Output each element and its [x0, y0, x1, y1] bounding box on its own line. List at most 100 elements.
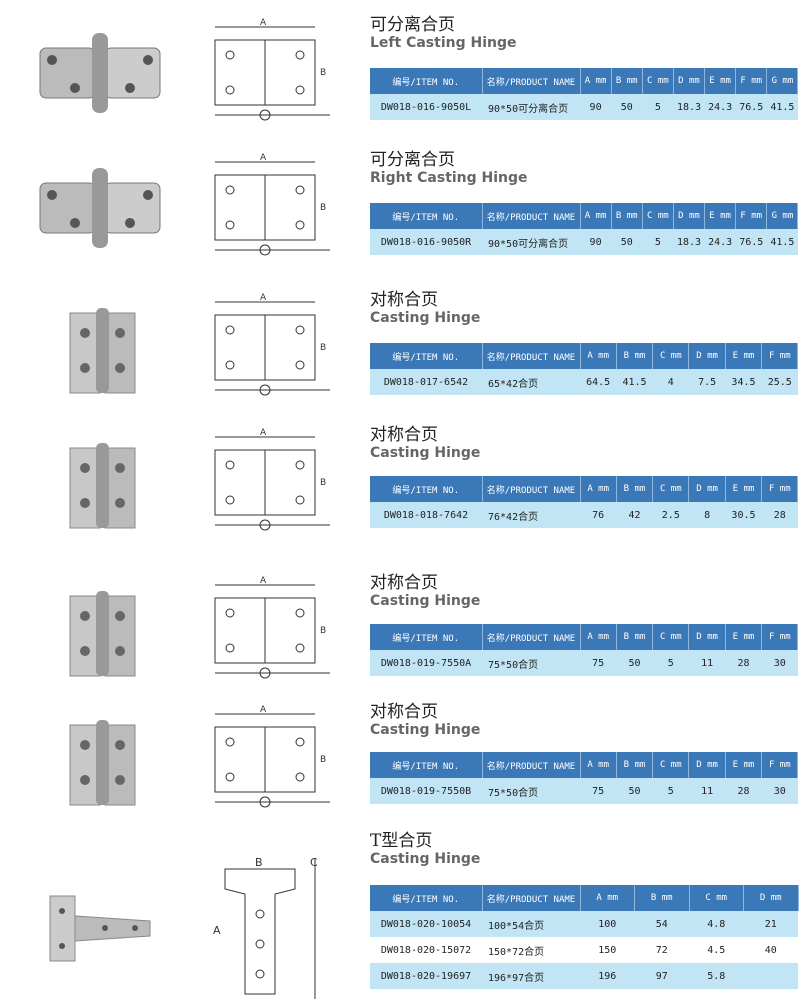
table-cell: 75*50合页	[482, 778, 580, 804]
section-title-cn: 对称合页	[370, 425, 438, 445]
table-cell: 50	[611, 229, 643, 255]
section-title-en: Casting Hinge	[370, 593, 481, 609]
table-cell: 28	[725, 778, 762, 804]
table-cell: 76*42合页	[482, 502, 580, 528]
column-header: G mm	[766, 68, 799, 94]
table-cell: 34.5	[725, 369, 762, 395]
section-title-cn: 可分离合页	[370, 150, 455, 170]
svg-text:B: B	[320, 343, 326, 353]
table-cell: 4.5	[689, 937, 744, 963]
table-cell: 24.3	[704, 94, 736, 120]
column-header: C mm	[642, 68, 674, 94]
column-header: D mm	[688, 624, 726, 650]
column-header: C mm	[689, 885, 744, 911]
column-header: 名称/PRODUCT NAME	[482, 476, 581, 502]
column-header: 名称/PRODUCT NAME	[482, 624, 581, 650]
table-cell: 41.5	[766, 94, 798, 120]
product-photo	[30, 715, 170, 814]
column-header: 编号/ITEM NO.	[370, 752, 483, 778]
column-header: 名称/PRODUCT NAME	[482, 203, 581, 229]
table-cell: 30.5	[725, 502, 762, 528]
svg-text:A: A	[260, 576, 267, 586]
product-photo	[30, 586, 170, 685]
table-cell: 65*42合页	[482, 369, 580, 395]
table-cell: 54	[634, 911, 689, 937]
table-cell: 5	[642, 229, 674, 255]
table-cell: 50	[616, 778, 653, 804]
table-cell: 41.5	[616, 369, 653, 395]
column-header: E mm	[725, 343, 763, 369]
table-cell: DW018-016-9050L	[370, 94, 482, 120]
table-cell: 75*50合页	[482, 650, 580, 676]
table-cell: 75	[580, 650, 617, 676]
svg-text:C: C	[310, 856, 318, 869]
column-header: A mm	[580, 343, 617, 369]
svg-text:A: A	[213, 924, 221, 937]
column-header: D mm	[743, 885, 799, 911]
table-cell: 90	[580, 94, 612, 120]
column-header: F mm	[761, 343, 799, 369]
column-header: E mm	[725, 752, 763, 778]
column-header: B mm	[616, 624, 654, 650]
column-header: E mm	[704, 68, 737, 94]
section-title-cn: 对称合页	[370, 290, 438, 310]
column-header: 名称/PRODUCT NAME	[482, 885, 581, 911]
table-cell: 150*72合页	[482, 937, 580, 963]
section-title-cn: T型合页	[370, 831, 433, 851]
column-header: A mm	[580, 68, 612, 94]
column-header: D mm	[688, 343, 726, 369]
table-cell: 97	[634, 963, 689, 989]
table-cell: 41.5	[766, 229, 798, 255]
product-photo	[30, 28, 170, 122]
table-cell: 90*50可分离合页	[482, 229, 580, 255]
table-cell: 4	[652, 369, 689, 395]
table-cell: 2.5	[652, 502, 689, 528]
column-header: 编号/ITEM NO.	[370, 203, 483, 229]
svg-text:B: B	[320, 626, 326, 636]
svg-text:A: A	[260, 293, 267, 303]
table-cell: 4.8	[689, 911, 744, 937]
svg-text:A: A	[260, 18, 267, 28]
section-title-en: Casting Hinge	[370, 722, 481, 738]
table-cell: 50	[611, 94, 643, 120]
column-header: 编号/ITEM NO.	[370, 624, 483, 650]
table-cell: DW018-019-7550B	[370, 778, 482, 804]
table-cell: 18.3	[673, 94, 705, 120]
table-cell: 5.8	[689, 963, 744, 989]
column-header: D mm	[688, 476, 726, 502]
svg-text:B: B	[320, 478, 326, 488]
table-cell: 30	[761, 650, 798, 676]
table-cell: 5	[642, 94, 674, 120]
table-cell: 28	[761, 502, 798, 528]
table-cell: 30	[761, 778, 798, 804]
column-header: A mm	[580, 624, 617, 650]
table-cell: 90*50可分离合页	[482, 94, 580, 120]
column-header: A mm	[580, 476, 617, 502]
column-header: A mm	[580, 203, 612, 229]
table-cell: 196*97合页	[482, 963, 580, 989]
column-header: E mm	[725, 624, 763, 650]
table-cell: 150	[580, 937, 635, 963]
column-header: C mm	[652, 624, 690, 650]
column-header: 编号/ITEM NO.	[370, 885, 483, 911]
column-header: C mm	[652, 476, 690, 502]
column-header: A mm	[580, 752, 617, 778]
column-header: D mm	[673, 203, 706, 229]
column-header: D mm	[673, 68, 706, 94]
section-title-en: Casting Hinge	[370, 851, 481, 867]
table-cell: 28	[725, 650, 762, 676]
table-cell: DW018-019-7550A	[370, 650, 482, 676]
column-header: F mm	[735, 203, 768, 229]
column-header: B mm	[616, 343, 654, 369]
